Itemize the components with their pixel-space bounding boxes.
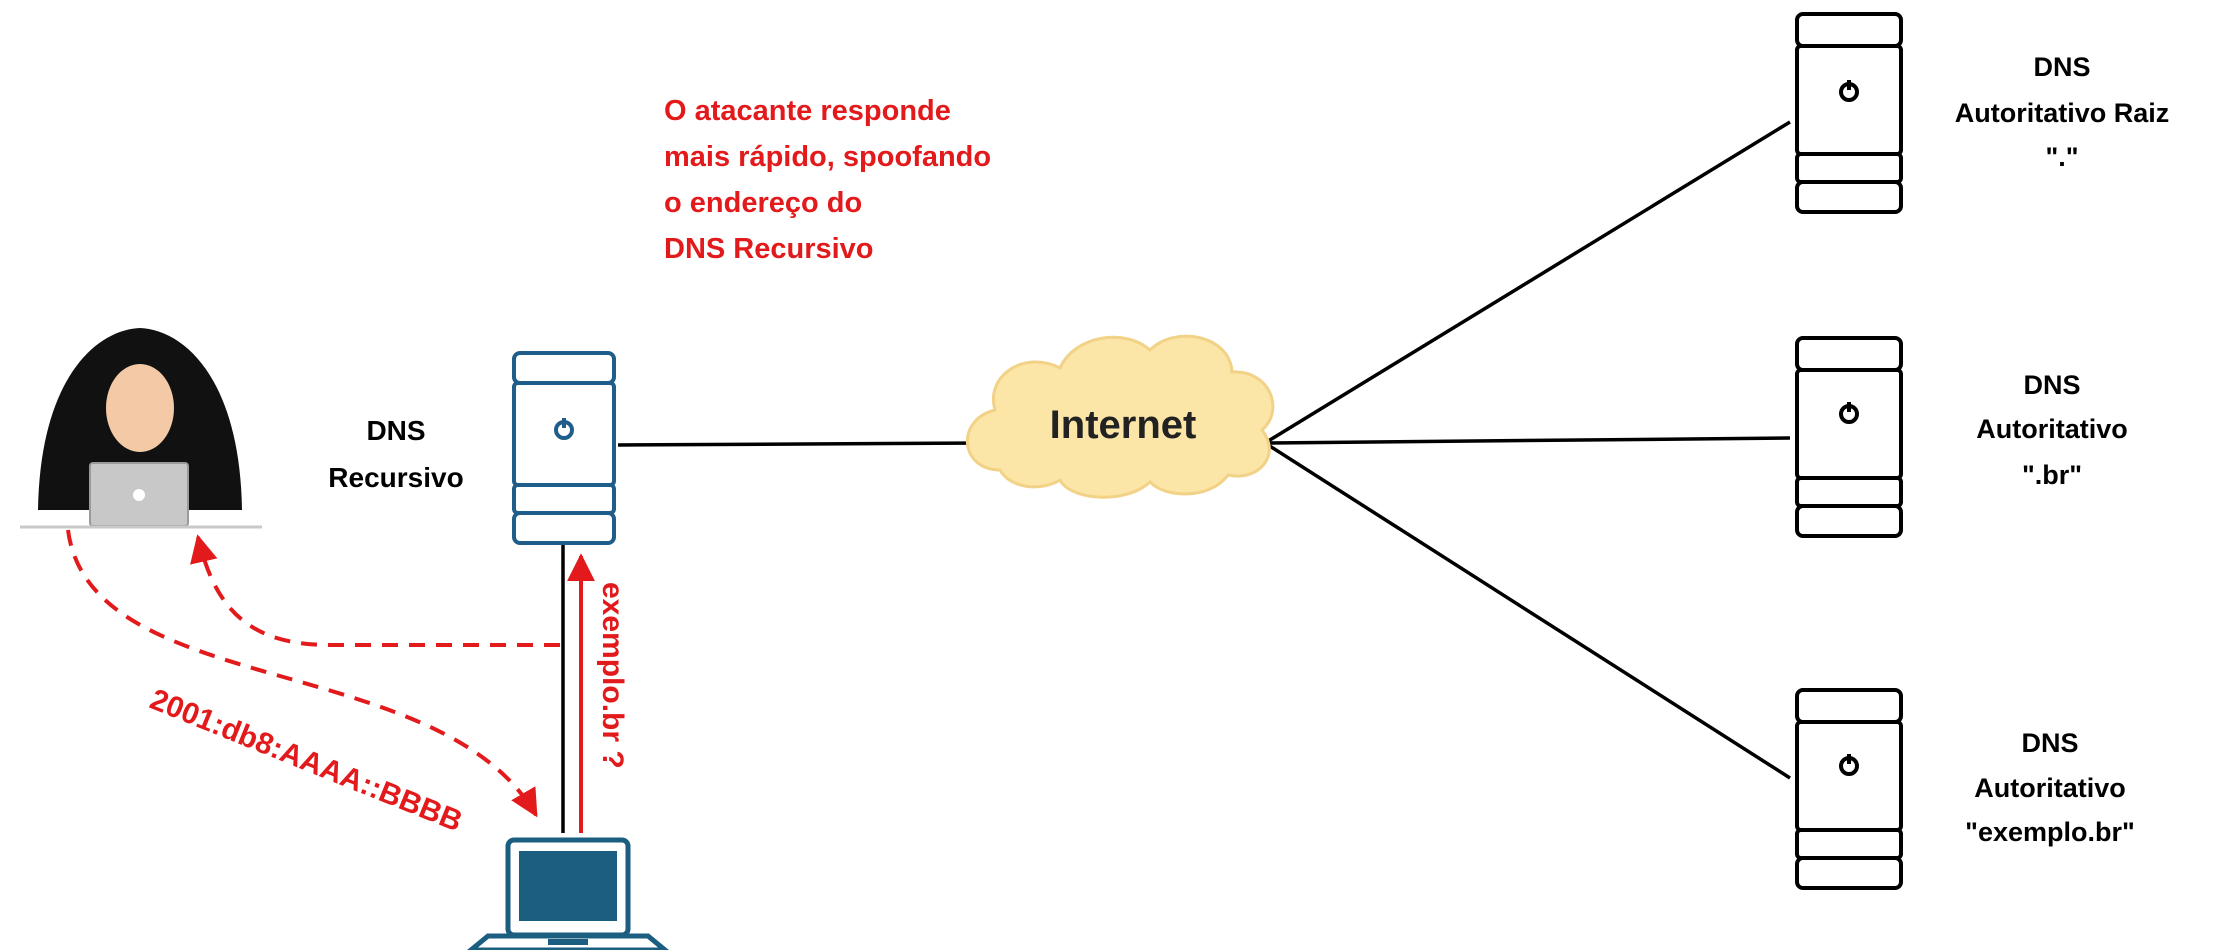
auth-server-root-icon: [1795, 12, 1903, 214]
annotation-line-4: DNS Recursivo: [664, 233, 874, 265]
annotation-line-3: o endereço do: [664, 187, 862, 219]
spoofed-response-label: 2001:db8:AAAA::BBBB: [145, 683, 466, 838]
attacker-hacker-icon: [20, 328, 262, 529]
auth-server-exemplo-icon: [1795, 688, 1903, 890]
link-recursive-internet: [617, 441, 986, 447]
auth-root-label: DNS Autoritativo Raiz ".": [1955, 52, 2170, 172]
auth-exemplo-line-1: DNS: [2021, 728, 2078, 758]
recursive-label-line-2: Recursivo: [328, 462, 463, 493]
attacker-intercept-arrow: [190, 534, 560, 647]
auth-exemplo-line-3: "exemplo.br": [1965, 817, 2135, 847]
auth-exemplo-line-2: Autoritativo: [1974, 773, 2126, 803]
link-internet-br: [1264, 436, 1791, 445]
auth-root-line-3: ".": [2045, 142, 2078, 172]
annotation-line-1: O atacante responde: [664, 95, 951, 127]
client-laptop-icon: [467, 837, 669, 950]
auth-br-line-1: DNS: [2023, 370, 2080, 400]
annotation-line-2: mais rápido, spoofando: [664, 141, 991, 173]
auth-br-label: DNS Autoritativo ".br": [1976, 370, 2128, 490]
internet-cloud-icon: [966, 334, 1275, 499]
auth-exemplo-label: DNS Autoritativo "exemplo.br": [1965, 728, 2135, 847]
recursive-label-line-1: DNS: [366, 415, 425, 446]
auth-br-line-2: Autoritativo: [1976, 414, 2128, 444]
link-internet-exemplo: [1264, 441, 1791, 780]
network-links: [561, 120, 1791, 833]
auth-root-line-1: DNS: [2033, 52, 2090, 82]
query-label: exemplo.br ?: [596, 582, 629, 769]
auth-br-line-3: ".br": [2022, 460, 2082, 490]
auth-server-br-icon: [1795, 336, 1903, 538]
recursive-label: DNS Recursivo: [328, 415, 463, 493]
spoofed-response-arrow: [66, 529, 538, 818]
recursive-server-icon: [512, 351, 616, 545]
internet-label: Internet: [1050, 403, 1197, 447]
attacker-annotation: O atacante responde mais rápido, spoofan…: [664, 95, 991, 265]
auth-root-line-2: Autoritativo Raiz: [1955, 98, 2170, 128]
link-internet-root: [1264, 120, 1791, 445]
